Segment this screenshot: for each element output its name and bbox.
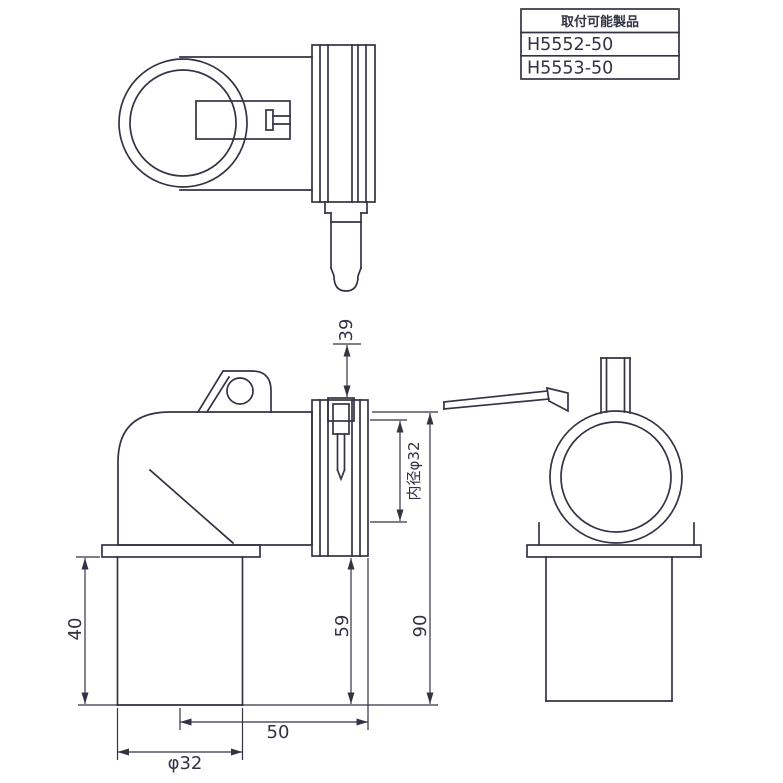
top-view-inner-ring (129, 69, 237, 177)
pipe-flange-side (526, 544, 702, 558)
dimensions: 40 39 内径φ32 59 90 50 φ32 (65, 319, 438, 774)
mounting-tab (196, 370, 272, 414)
clamp-nut-front (311, 399, 369, 557)
miter-joint-line (148, 468, 235, 545)
elbow-body (117, 411, 313, 546)
socket-inner (560, 421, 672, 533)
tab-hole (226, 377, 254, 405)
side-view (443, 357, 702, 702)
dim-inner-diameter-label: 内径φ32 (405, 442, 423, 501)
dim-59-label: 59 (332, 615, 353, 638)
top-view-outer-ring (118, 58, 248, 188)
dim-90-label: 90 (410, 615, 431, 638)
latch-slot (195, 100, 291, 140)
table-header: 取付可能製品 (561, 14, 639, 30)
spigot-tip (329, 266, 363, 292)
product-row-1: H5552-50 (527, 35, 613, 55)
socket-outer (549, 410, 683, 544)
table-border (520, 8, 680, 80)
compat-product-table: 取付可能製品 H5552-50 H5553-50 (520, 8, 680, 80)
lever-hinge (545, 386, 569, 413)
clamp-nut (311, 44, 376, 203)
dim-50-label: 50 (267, 722, 290, 743)
dim-39-label: 39 (336, 319, 357, 342)
clamp-latch (327, 397, 355, 422)
dim-40-label: 40 (65, 618, 86, 641)
top-view (118, 44, 376, 292)
dim-phi32-label: φ32 (168, 753, 203, 774)
pipe-flange (101, 544, 261, 558)
product-row-2: H5553-50 (527, 59, 613, 79)
front-view (101, 370, 369, 706)
